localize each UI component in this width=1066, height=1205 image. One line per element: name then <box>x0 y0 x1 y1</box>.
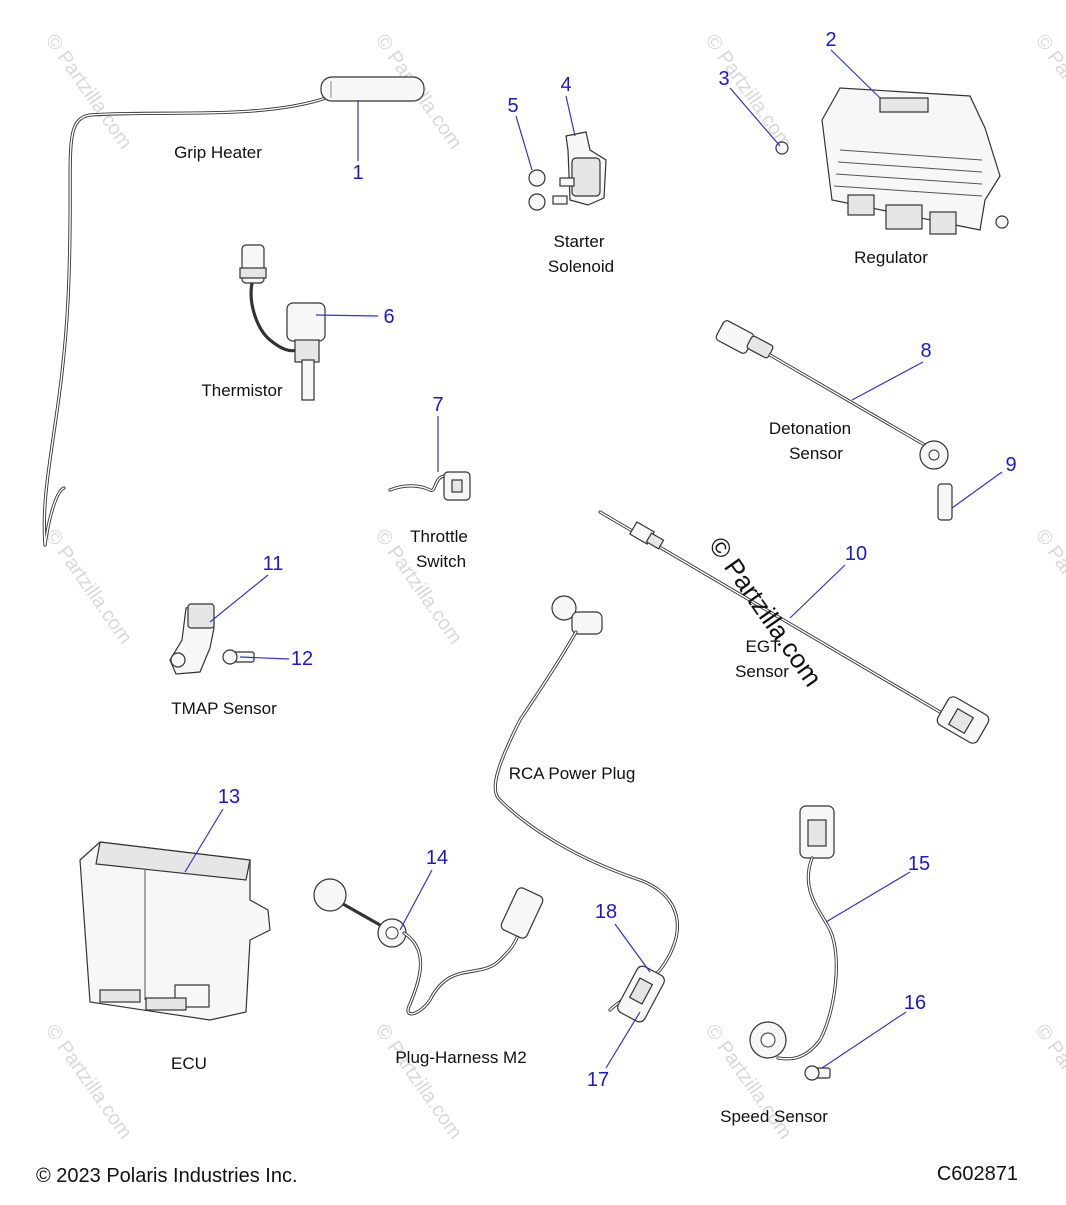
callout-16: 16 <box>904 992 926 1014</box>
callout-7: 7 <box>432 394 443 416</box>
label-plug-harness-m2: Plug-Harness M2 <box>395 1048 526 1067</box>
leader-lines <box>184 49 1003 1069</box>
grip-heater-part <box>42 76 425 547</box>
label-egt-sensor: Sensor <box>735 662 789 681</box>
callout-15: 15 <box>908 853 930 875</box>
callout-13: 13 <box>218 786 240 808</box>
footer-copyright: © 2023 Polaris Industries Inc. <box>36 1165 298 1187</box>
watermark: © Partzilla.com <box>701 30 796 153</box>
callout-1: 1 <box>352 162 363 184</box>
callout-3: 3 <box>718 68 729 90</box>
label-thermistor: Thermistor <box>201 381 283 400</box>
watermark: © Partzilla.com <box>41 30 136 153</box>
watermark: © Partzilla.com <box>1031 30 1066 153</box>
watermark: © Partzilla.com <box>41 525 136 648</box>
label-regulator: Regulator <box>854 248 928 267</box>
tmap-sensor-part <box>169 603 255 675</box>
callout-18: 18 <box>595 901 617 923</box>
label-ecu: ECU <box>171 1054 207 1073</box>
callout-numbers: 1 2 3 4 5 6 7 8 9 10 11 12 13 14 15 16 1… <box>218 29 1017 1091</box>
part-labels: Grip Heater Starter Solenoid Regulator T… <box>171 143 928 1126</box>
egt-sensor-part <box>598 510 990 744</box>
rca-power-plug-part <box>493 595 679 1023</box>
label-speed-sensor: Speed Sensor <box>720 1107 828 1126</box>
label-throttle-switch: Throttle <box>410 527 468 546</box>
label-starter-solenoid: Starter <box>553 232 604 251</box>
footer-diagram-code: C602871 <box>937 1163 1018 1185</box>
watermark: © Partzilla.com <box>371 1020 466 1143</box>
starter-solenoid-part <box>528 131 607 211</box>
callout-14: 14 <box>426 847 448 869</box>
speed-sensor-part <box>749 805 838 1081</box>
callout-5: 5 <box>507 95 518 117</box>
detonation-sensor-part <box>715 320 953 521</box>
watermark: © Partzilla.com <box>1031 1020 1066 1143</box>
label-detonation-sensor: Detonation <box>769 419 851 438</box>
label-detonation-sensor: Sensor <box>789 444 843 463</box>
callout-8: 8 <box>920 340 931 362</box>
callout-10: 10 <box>845 543 867 565</box>
ecu-part <box>79 841 271 1021</box>
label-throttle-switch: Switch <box>416 552 466 571</box>
callout-6: 6 <box>383 306 394 328</box>
callout-2: 2 <box>825 29 836 51</box>
label-rca-power-plug: RCA Power Plug <box>509 764 636 783</box>
label-grip-heater: Grip Heater <box>174 143 262 162</box>
throttle-switch-part <box>388 471 471 501</box>
plug-harness-m2-part <box>313 878 544 1016</box>
callout-9: 9 <box>1005 454 1016 476</box>
callout-11: 11 <box>263 553 284 575</box>
label-tmap-sensor: TMAP Sensor <box>171 699 277 718</box>
watermark: © Partzilla.com <box>41 1020 136 1143</box>
label-starter-solenoid: Solenoid <box>548 257 614 276</box>
watermark: © Partzilla.com <box>1031 525 1066 648</box>
callout-17: 17 <box>587 1069 609 1091</box>
label-egt-sensor: EGT <box>746 637 781 656</box>
callout-12: 12 <box>291 648 313 670</box>
regulator-part <box>775 87 1009 235</box>
callout-4: 4 <box>560 74 571 96</box>
thermistor-part <box>239 244 326 401</box>
